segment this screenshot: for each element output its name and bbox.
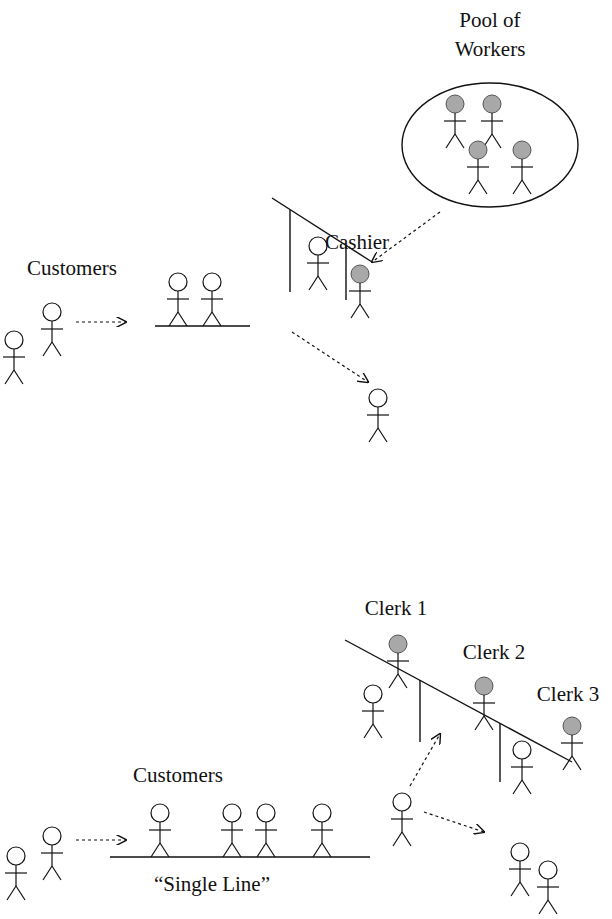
customer-figure — [41, 827, 63, 880]
counter-line — [345, 246, 346, 300]
pool-ellipse — [402, 83, 578, 207]
counter-line — [499, 723, 500, 782]
counter-line — [419, 680, 420, 742]
dashed-arrow — [76, 321, 126, 322]
customer-figure — [3, 331, 25, 384]
counter-line — [289, 210, 290, 292]
customer-figure — [221, 804, 243, 857]
customer-figure — [201, 273, 223, 326]
group-label: Customers — [133, 763, 223, 787]
customer-figure — [311, 804, 333, 857]
dashed-arrow — [292, 332, 368, 382]
pool-heading: Pool of Workers — [440, 6, 540, 64]
cashier-figure — [349, 265, 371, 318]
customer-figure — [362, 685, 384, 738]
customer-figure — [255, 804, 277, 857]
worker-figure — [511, 141, 533, 194]
clerk-figure — [473, 677, 495, 730]
customer-figure — [41, 303, 63, 356]
queue-label: “Single Line” — [154, 872, 270, 896]
customer-figure — [5, 847, 27, 900]
customer-figure — [509, 843, 531, 896]
role-label: Cashier — [325, 230, 389, 254]
customer-figure — [167, 273, 189, 326]
worker-figure — [467, 141, 489, 194]
worker-pool: Pool of Workers — [400, 6, 580, 210]
customer-figure — [149, 804, 171, 857]
pool-outline — [400, 6, 580, 210]
dashed-arrow — [76, 839, 126, 840]
worker-figure — [481, 95, 503, 148]
role-label: Clerk 2 — [463, 640, 525, 664]
customer-figure — [391, 793, 413, 846]
customer-figure — [537, 861, 559, 914]
role-label: Clerk 1 — [365, 596, 427, 620]
dashed-arrow — [424, 812, 484, 832]
customer-figure — [367, 389, 389, 442]
clerk-figure — [561, 717, 583, 770]
role-label: Clerk 3 — [537, 682, 599, 706]
dashed-arrow — [410, 734, 440, 786]
clerk-figure — [387, 635, 409, 688]
customer-figure — [511, 741, 533, 794]
group-label: Customers — [27, 256, 117, 280]
worker-figure — [444, 95, 466, 148]
